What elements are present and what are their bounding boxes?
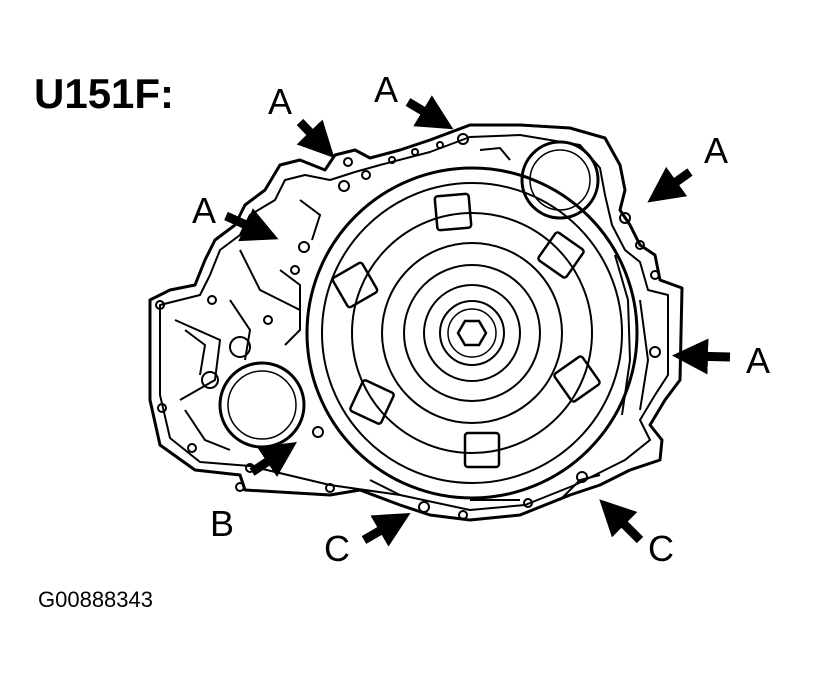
housing-outline <box>148 123 684 522</box>
figure-code: G00888343 <box>38 587 153 612</box>
drive-lugs <box>331 192 601 469</box>
arrow-a4 <box>224 208 279 242</box>
model-title: U151F: <box>34 70 175 117</box>
left-boss <box>218 361 306 449</box>
housing-ring-5 <box>403 264 541 402</box>
label-a: A <box>268 81 293 122</box>
arrow-a1 <box>296 118 335 159</box>
label-a: A <box>192 190 217 231</box>
arrow-c2 <box>599 499 644 544</box>
label-c: C <box>324 528 350 569</box>
arrow-a3 <box>647 166 693 203</box>
label-c: C <box>648 528 674 569</box>
label-a: A <box>704 130 729 171</box>
hex-shaft <box>456 319 488 347</box>
pointer-arrows <box>224 95 731 547</box>
gasket-outline <box>159 134 669 511</box>
upper-right-boss-inner <box>529 149 591 211</box>
arrow-b <box>249 442 297 477</box>
internal-ribs <box>174 146 650 501</box>
housing-ring-7 <box>439 300 505 366</box>
label-a: A <box>746 340 771 381</box>
label-a: A <box>374 69 399 110</box>
housing-ring-8 <box>447 308 497 358</box>
arrow-c1 <box>361 512 411 547</box>
housing-ring-3 <box>351 212 593 454</box>
housing-ring-4 <box>381 242 563 424</box>
housing-ring-6 <box>423 284 521 382</box>
arrow-a5 <box>672 338 731 375</box>
left-boss-inner <box>227 370 297 440</box>
housing-ring-2 <box>321 182 623 484</box>
arrow-a2 <box>405 95 454 130</box>
housing-ring-outer <box>305 166 639 500</box>
label-b: B <box>210 503 235 544</box>
upper-right-boss <box>520 140 600 220</box>
bolt-holes <box>155 133 661 520</box>
